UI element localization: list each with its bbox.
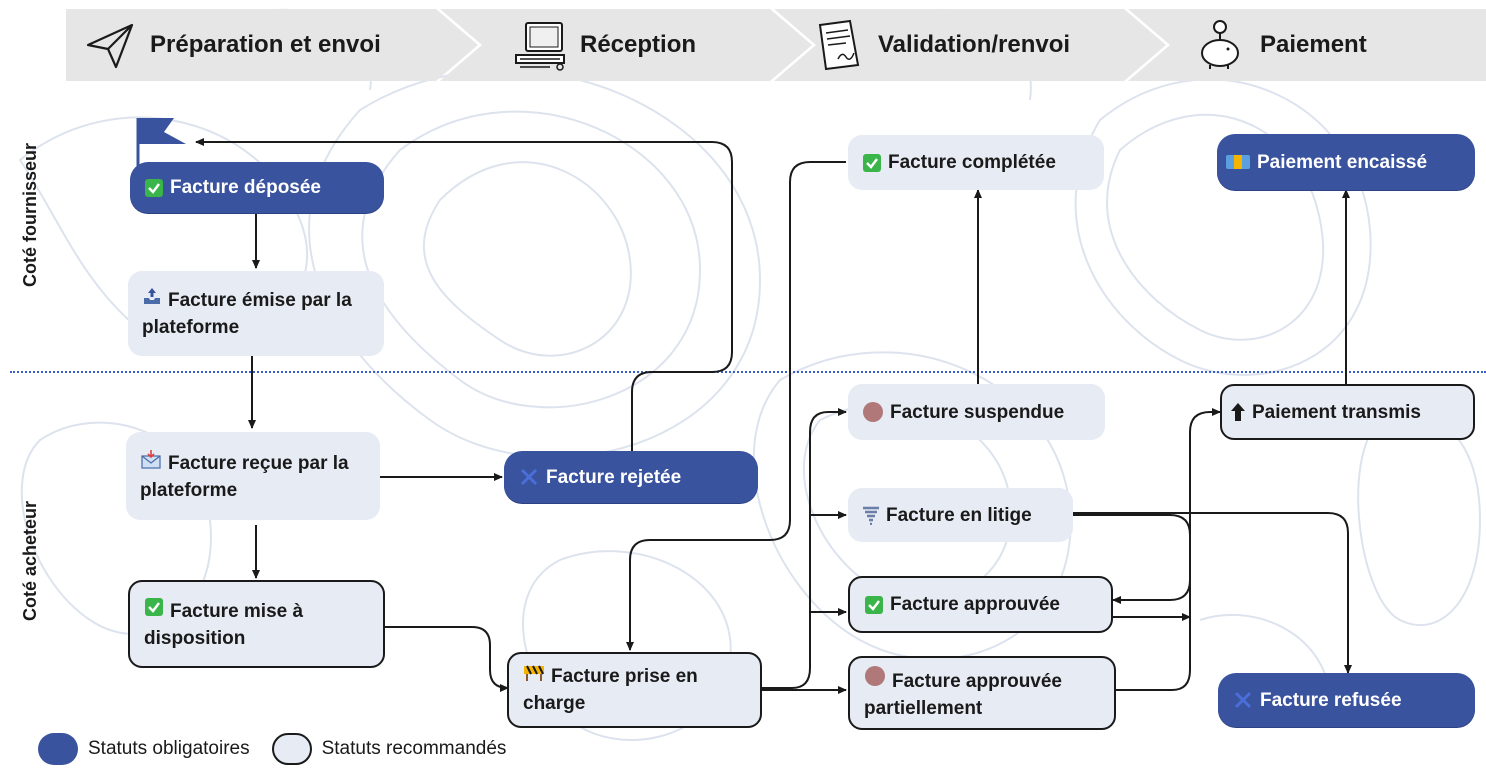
stage-validation: Validation/renvoi bbox=[810, 9, 1070, 81]
check-box-icon bbox=[144, 597, 164, 617]
legend: Statuts obligatoires Statuts recommandés bbox=[38, 731, 506, 767]
check-box-icon bbox=[864, 595, 884, 615]
node-label: Facture mise à disposition bbox=[144, 597, 364, 652]
node-label: Facture émise par la plateforme bbox=[142, 286, 362, 341]
circle-icon bbox=[864, 665, 886, 687]
check-box-icon bbox=[862, 153, 882, 173]
piggy-bank-icon bbox=[1192, 17, 1248, 73]
stage-label: Réception bbox=[580, 31, 697, 58]
edge-litige-refusee bbox=[1073, 512, 1352, 674]
circle-icon bbox=[862, 401, 884, 423]
flag-icon bbox=[134, 114, 194, 174]
cross-mark-icon bbox=[1232, 689, 1254, 711]
node-paiement-encaisse: Paiement encaissé bbox=[1217, 134, 1475, 190]
edge-completee-prise-en-charge bbox=[626, 161, 846, 651]
node-label: Paiement transmis bbox=[1252, 401, 1421, 423]
money-icon bbox=[1225, 152, 1251, 172]
legend-label-mandatory: Statuts obligatoires bbox=[88, 738, 250, 759]
stage-preparation: Préparation et envoi bbox=[82, 9, 381, 81]
node-facture-rejetee: Facture rejetée bbox=[504, 451, 758, 503]
node-label: Paiement encaissé bbox=[1257, 151, 1428, 173]
side-divider bbox=[10, 371, 1486, 373]
edge-prise-en-charge-suspendue bbox=[762, 408, 847, 689]
stage-banner-segment-3 bbox=[774, 9, 1166, 81]
stage-banner-segment-1 bbox=[66, 9, 478, 81]
node-label: Facture reçue par la plateforme bbox=[140, 449, 360, 504]
node-label: Facture suspendue bbox=[890, 401, 1065, 423]
node-facture-suspendue: Facture suspendue bbox=[848, 384, 1105, 440]
node-facture-mise-a-disposition: Facture mise à disposition bbox=[128, 580, 385, 668]
document-icon bbox=[810, 17, 866, 73]
stage-label: Préparation et envoi bbox=[150, 31, 381, 58]
node-facture-en-litige: Facture en litige bbox=[848, 488, 1073, 542]
node-facture-emise: Facture émise par la plateforme bbox=[128, 271, 384, 356]
edge-approuvee-partiellement-paiement-transmis bbox=[1116, 408, 1221, 691]
check-box-icon bbox=[144, 178, 164, 198]
computer-icon bbox=[512, 17, 568, 73]
outbox-tray-icon bbox=[142, 286, 162, 306]
node-label: Facture déposée bbox=[170, 177, 321, 198]
stage-paiement: Paiement bbox=[1192, 9, 1367, 81]
legend-swatch-recommended bbox=[271, 733, 312, 765]
up-arrow-icon bbox=[1230, 402, 1246, 422]
node-facture-refusee: Facture refusée bbox=[1218, 673, 1475, 727]
node-facture-deposee: Facture déposée bbox=[130, 162, 384, 213]
node-facture-recue: Facture reçue par la plateforme bbox=[126, 432, 380, 520]
node-label: Facture refusée bbox=[1260, 689, 1402, 711]
cross-mark-icon bbox=[518, 466, 540, 488]
node-facture-approuvee: Facture approuvée bbox=[848, 576, 1113, 633]
node-label: Facture approuvée bbox=[890, 594, 1060, 615]
edge-rejetee-deposee bbox=[195, 138, 733, 452]
incoming-envelope-icon bbox=[140, 449, 162, 469]
stage-reception: Réception bbox=[512, 9, 696, 81]
node-label: Facture complétée bbox=[888, 152, 1056, 173]
edge-mise-a-disposition-prise-en-charge bbox=[385, 626, 509, 692]
tornado-icon bbox=[862, 505, 880, 525]
node-facture-completee: Facture complétée bbox=[848, 135, 1104, 190]
paper-plane-icon bbox=[82, 17, 138, 73]
node-facture-prise-en-charge: Facture prise en charge bbox=[507, 652, 762, 728]
legend-label-recommended: Statuts recommandés bbox=[321, 738, 507, 759]
legend-swatch-mandatory bbox=[38, 733, 78, 765]
node-label: Facture rejetée bbox=[546, 466, 682, 488]
construction-icon bbox=[523, 664, 545, 682]
node-label: Facture approuvée partiellement bbox=[864, 665, 1100, 722]
stage-label: Validation/renvoi bbox=[878, 31, 1071, 58]
stage-label: Paiement bbox=[1260, 31, 1367, 58]
node-facture-approuvee-partiellement: Facture approuvée partiellement bbox=[848, 656, 1116, 730]
node-paiement-transmis: Paiement transmis bbox=[1220, 384, 1475, 440]
node-label: Facture en litige bbox=[886, 504, 1032, 526]
node-label: Facture prise en charge bbox=[523, 664, 698, 714]
